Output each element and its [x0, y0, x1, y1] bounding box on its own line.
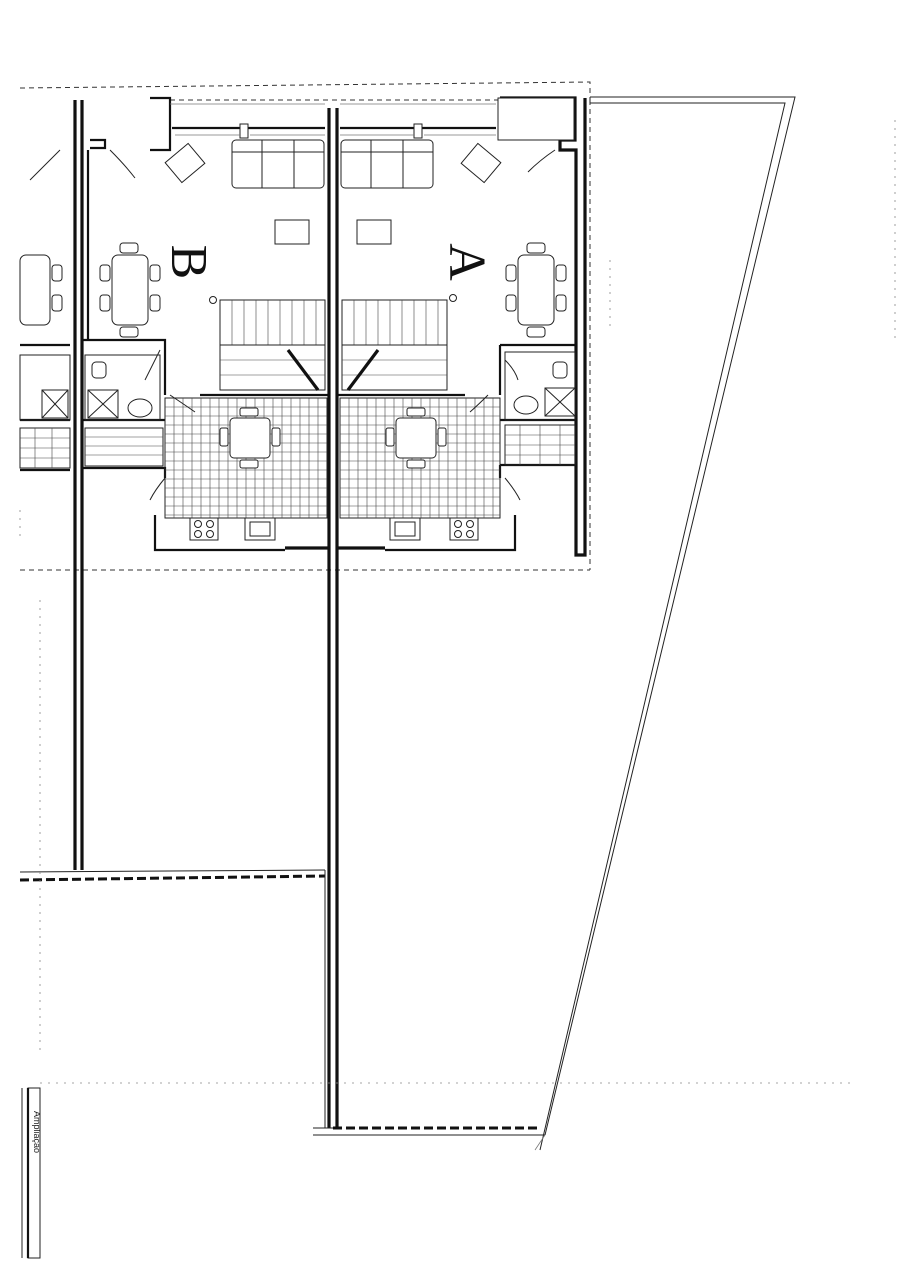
armchairs: [164, 142, 502, 184]
storage-strip-neighbor: [19, 427, 71, 469]
sofa-unit-b: [231, 139, 325, 189]
coffee-tables: [274, 219, 392, 245]
bathroom-neighbor: [19, 354, 71, 421]
party-wall-left: [73, 100, 84, 870]
exterior-wall-right: [497, 96, 587, 557]
stamp-label: Ampliação: [32, 1111, 42, 1153]
unit-label-b: B: [160, 245, 217, 280]
kitchen-unit-a: [338, 393, 517, 552]
building-boundary-dashed: [19, 81, 591, 571]
staircase-unit-b: [219, 299, 326, 391]
column-marker-b: [209, 296, 217, 304]
bathroom-unit-a: [504, 351, 576, 421]
dining-table-unit-b: [99, 242, 161, 338]
title-stamp: [21, 1087, 41, 1259]
storage-strip-unit-b: [84, 427, 164, 467]
column-marker-a: [449, 294, 457, 302]
site-plot-outline: [539, 96, 796, 1151]
dining-table-unit-a: [505, 242, 567, 338]
party-wall-center: [327, 108, 339, 1128]
sofa-unit-a: [340, 139, 434, 189]
bathroom-unit-b: [84, 354, 161, 421]
door-swings: [29, 149, 556, 501]
kitchen-unit-b: [153, 393, 328, 552]
dining-table-neighbor: [19, 254, 63, 326]
staircase-unit-a: [341, 299, 448, 391]
storage-strip-unit-a: [504, 424, 576, 466]
unit-label-a: A: [438, 243, 495, 281]
yard-fences: [19, 869, 546, 1151]
survey-lines: [19, 120, 896, 1084]
top-facade: [90, 96, 496, 152]
